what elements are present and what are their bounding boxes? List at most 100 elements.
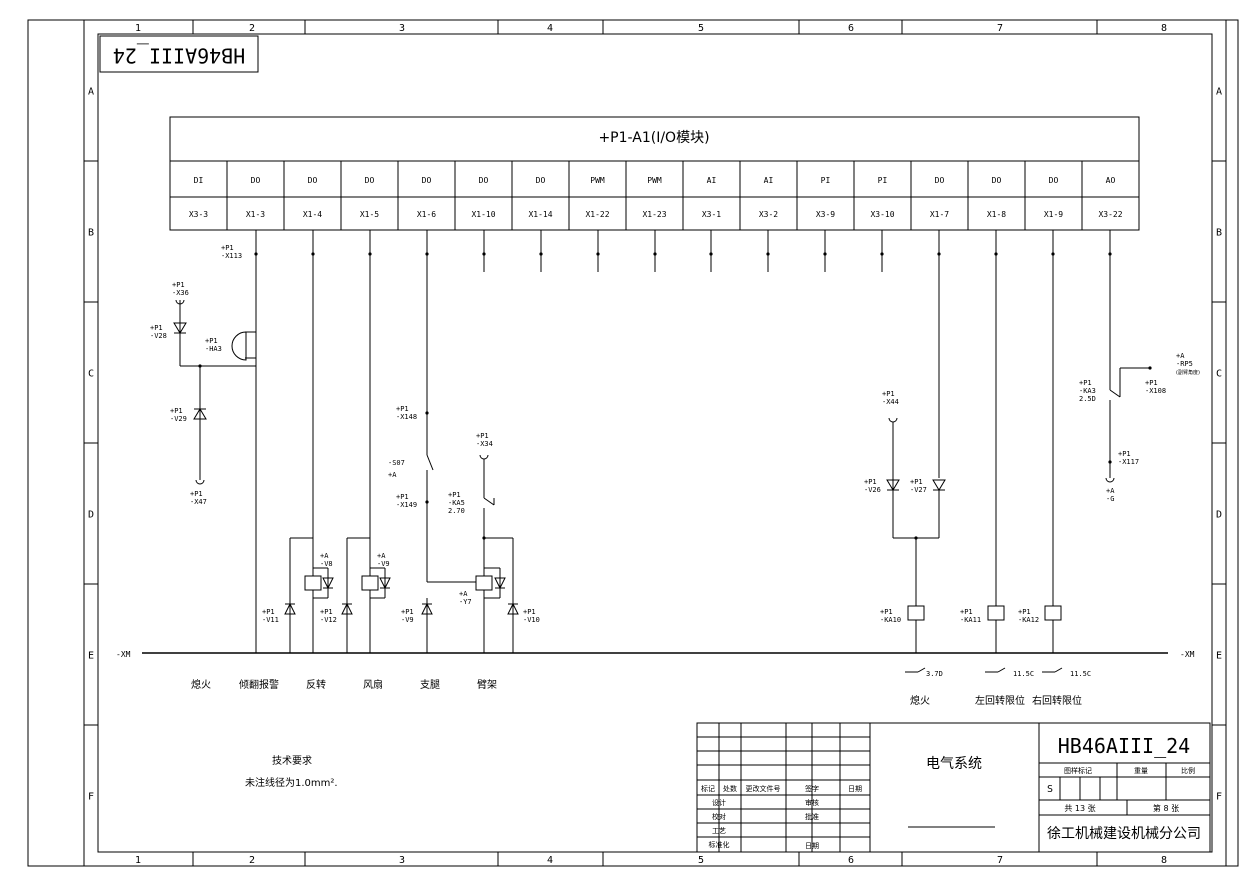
io-signal-type: DO — [422, 176, 432, 185]
component-label-line: -X149 — [396, 501, 417, 509]
zone-col-bottom: 3 — [399, 855, 405, 866]
io-signal-type: DO — [308, 176, 318, 185]
label-g: +A-G — [1106, 487, 1115, 503]
zone-row-left: F — [88, 792, 94, 803]
io-signal-type: PWM — [590, 176, 605, 185]
zone-row-right: D — [1216, 510, 1222, 521]
revision-header: 标记 — [701, 784, 715, 793]
component-label-line: -V12 — [320, 616, 337, 624]
role-label-right: 审核 — [805, 798, 819, 807]
io-pin-label: X1-23 — [642, 210, 666, 219]
io-pin-label: X1-6 — [417, 210, 436, 219]
component-label-line: +P1 — [172, 281, 185, 289]
component-label-line: -Y7 — [459, 598, 472, 606]
io-signal-type: PWM — [647, 176, 662, 185]
io-pin-label: X3-3 — [189, 210, 208, 219]
zone-row-right: C — [1216, 369, 1222, 380]
label-x149: +P1-X149 — [396, 493, 417, 509]
stage-header-3: 比例 — [1181, 766, 1195, 775]
component-label-line: +P1 — [523, 608, 536, 616]
component-labels: +P1-X113 +P1-X36 +P1-V28 +P1-HA3 +P1-V29… — [150, 244, 1200, 678]
component-label-line: -V11 — [262, 616, 279, 624]
rotated-drawing-number: HB46AIII_24 — [99, 35, 259, 73]
role-label: 标准化 — [709, 840, 730, 849]
io-signal-type: DO — [365, 176, 375, 185]
component-label-line: -X148 — [396, 413, 417, 421]
io-signal-type: DO — [992, 176, 1002, 185]
io-pin-label: X1-7 — [930, 210, 949, 219]
zone-col-bottom: 5 — [698, 855, 704, 866]
zone-col-bottom: 7 — [997, 855, 1003, 866]
io-pin-label: X1-3 — [246, 210, 265, 219]
label-s07: -S07 +A — [388, 459, 405, 479]
component-label-line: -G — [1106, 495, 1114, 503]
stage-header-2: 重量 — [1134, 767, 1148, 775]
function-label: 熄火 — [191, 678, 211, 691]
notes-title: 技术要求 — [272, 754, 312, 767]
label-x44: +P1-X44 — [882, 390, 899, 406]
wiring: -XM -XM — [116, 230, 1195, 673]
component-label-line: +P1 — [448, 491, 461, 499]
function-label: 风扇 — [363, 678, 383, 691]
component-label-line: +P1 — [320, 608, 333, 616]
label-v9b: +A-V9 — [377, 552, 390, 568]
component-label-line: -S07 — [388, 459, 405, 467]
component-label-line: +P1 — [882, 390, 895, 398]
label-ka12: +P1-KA12 — [1018, 608, 1039, 624]
io-pin-label: X1-10 — [471, 210, 495, 219]
revision-header: 日期 — [848, 785, 862, 793]
contact-ka11: 11.5C — [1013, 670, 1034, 678]
label-ha3: +P1-HA3 — [205, 337, 222, 353]
component-label-line: +A — [377, 552, 386, 560]
label-x108: +P1-X108 — [1145, 379, 1166, 395]
component-label-line: +A — [388, 471, 397, 479]
total-sheets: 共 13 张 — [1064, 804, 1095, 813]
title-block: 标记处数更改文件号签字日期设计校对工艺标准化审核批准日期 电气系统 HB46AI… — [696, 722, 1211, 853]
company-name: 徐工机械建设机械分公司 — [1047, 826, 1201, 842]
role-label: 设计 — [712, 798, 726, 807]
component-label-line: +P1 — [864, 478, 877, 486]
io-signal-type: PI — [821, 176, 831, 185]
rotated-drawing-number-text: HB46AIII_24 — [113, 44, 245, 68]
component-label-line: +P1 — [1018, 608, 1031, 616]
right-function-label: 右回转限位 — [1032, 694, 1082, 707]
label-x113: +P1-X113 — [221, 244, 242, 260]
label-v29: +P1-V29 — [170, 407, 187, 423]
zone-row-right: B — [1216, 228, 1222, 239]
zone-col-bottom: 6 — [848, 855, 854, 866]
zone-row-left: B — [88, 228, 94, 239]
io-signal-type: DO — [1049, 176, 1059, 185]
io-signal-type: DO — [935, 176, 945, 185]
component-label-line: -V26 — [864, 486, 881, 494]
label-v26: +P1-V26 — [864, 478, 881, 494]
stage-value: S — [1047, 784, 1053, 795]
role-label: 工艺 — [712, 827, 726, 835]
component-label-line: +P1 — [205, 337, 218, 345]
notes-text: 未注线径为1.0mm². — [245, 776, 338, 789]
io-pin-label: X3-10 — [870, 210, 894, 219]
io-pin-label: X3-9 — [816, 210, 835, 219]
component-label-line: +P1 — [1079, 379, 1092, 387]
component-label-line: -V8 — [320, 560, 333, 568]
revision-header: 签字 — [805, 784, 819, 793]
io-signal-type: DO — [536, 176, 546, 185]
zone-frame — [83, 19, 1227, 867]
function-label: 支腿 — [420, 679, 440, 691]
zone-row-left: D — [88, 510, 94, 521]
zone-col-top: 3 — [399, 23, 405, 34]
io-signal-type: DI — [194, 176, 204, 185]
component-label-line: -V9 — [377, 560, 390, 568]
inner-frame — [97, 33, 1213, 853]
component-label-line: -V27 — [910, 486, 927, 494]
zone-col-top: 7 — [997, 23, 1003, 34]
zone-row-left: A — [88, 87, 94, 98]
zone-row-right: F — [1216, 792, 1222, 803]
component-label-line: +P1 — [1118, 450, 1131, 458]
label-y7: +A-Y7 — [459, 590, 472, 606]
right-function-label: 左回转限位 — [975, 694, 1025, 707]
right-function-labels: 熄火左回转限位右回转限位 — [910, 694, 1082, 707]
label-v9: +P1-V9 — [401, 608, 414, 624]
